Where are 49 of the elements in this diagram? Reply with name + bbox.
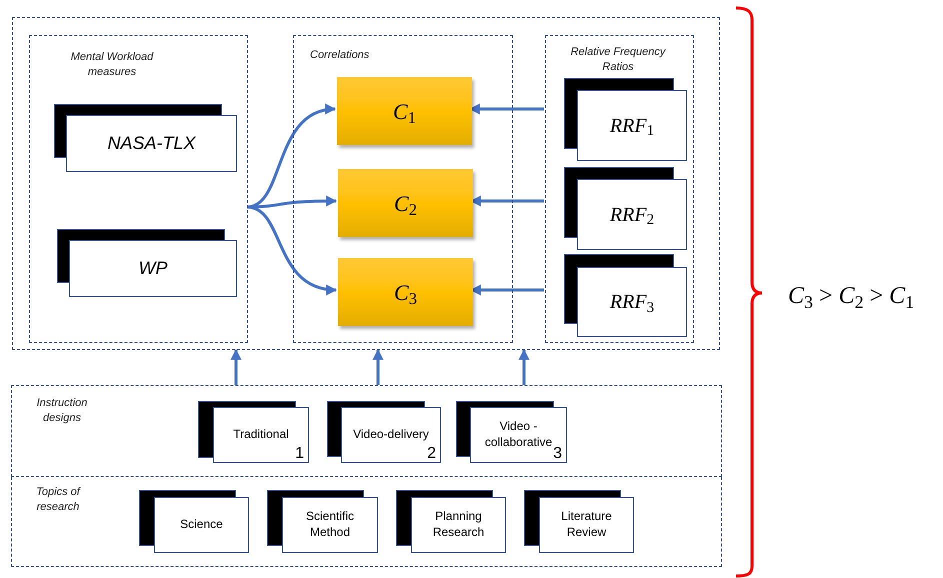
card-label: RRF$_{3}$: [610, 290, 654, 317]
panel-title: Correlations: [310, 48, 370, 63]
arrow: [246, 206, 338, 294]
row-title: Topics of research: [35, 485, 82, 515]
document-card: [539, 497, 634, 553]
dashed-row-panel: [11, 477, 722, 567]
card-label: Traditional: [233, 427, 289, 443]
arrow: [230, 348, 242, 385]
correlation-box: [338, 169, 473, 237]
math-symbol: C$_{3}$: [394, 278, 417, 308]
row-title: Instruction designs: [36, 396, 88, 426]
document-card: [411, 497, 506, 553]
dashed-panel: [29, 35, 248, 343]
card-number: 1: [295, 446, 304, 462]
dashed-frame: [12, 17, 720, 350]
correlation-box: [338, 258, 473, 326]
card-label: RRF$_{2}$: [610, 202, 654, 230]
document-card: [577, 179, 687, 250]
document-card: [213, 407, 309, 463]
card-label: NASA-TLX: [107, 132, 196, 155]
card-label: Science: [180, 517, 223, 533]
card-number: 2: [427, 446, 436, 462]
card-label: RRF$_{1}$: [610, 114, 654, 140]
document-card: [66, 115, 237, 172]
document-card: [69, 240, 237, 297]
card-label: Video - collaborative: [484, 419, 554, 451]
card-label: Scientific Method: [304, 509, 356, 541]
card-label: WP: [138, 257, 168, 280]
inequality-label: C$_{3}$ > C$_{2}$ > C$_{1}$: [788, 282, 914, 314]
math-symbol: C$_{1}$: [393, 98, 416, 128]
correlation-box: [337, 77, 472, 145]
panel-title: Relative Frequency Ratios: [570, 45, 667, 75]
arrow: [372, 348, 384, 385]
document-card: [577, 267, 687, 337]
panel-title: Mental Workload measures: [70, 50, 154, 80]
dashed-row-panel: [11, 385, 722, 477]
arrow: [518, 348, 530, 385]
card-label: Planning Research: [432, 509, 486, 541]
document-card: [282, 497, 378, 553]
dashed-panel: [545, 35, 694, 343]
math-symbol: C$_{2}$: [394, 190, 417, 220]
card-number: 3: [553, 446, 562, 462]
document-card: [577, 90, 687, 161]
document-card: [341, 407, 441, 463]
document-card: [470, 407, 567, 463]
card-label: Video-delivery: [353, 427, 429, 443]
card-label: Literature Review: [560, 509, 613, 541]
dashed-panel: [293, 35, 513, 343]
document-card: [154, 497, 249, 553]
